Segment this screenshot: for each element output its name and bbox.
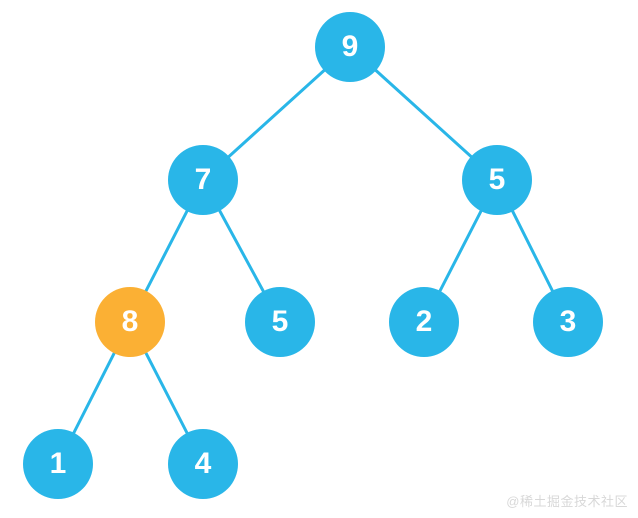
- tree-node-label: 4: [194, 447, 212, 480]
- tree-node-label: 8: [121, 305, 139, 338]
- tree-node-label: 3: [559, 305, 577, 338]
- tree-node[interactable]: 1: [23, 429, 93, 499]
- tree-node[interactable]: 4: [168, 429, 238, 499]
- tree-node-label: 7: [194, 163, 212, 196]
- tree-node[interactable]: 5: [462, 145, 532, 215]
- tree-node-label: 9: [341, 30, 359, 63]
- tree-node-label: 5: [488, 163, 506, 196]
- tree-node-label: 2: [415, 305, 433, 338]
- tree-node-label: 1: [49, 447, 67, 480]
- tree-node[interactable]: 3: [533, 287, 603, 357]
- tree-node[interactable]: 5: [245, 287, 315, 357]
- tree-node[interactable]: 9: [315, 12, 385, 82]
- tree-node[interactable]: 7: [168, 145, 238, 215]
- tree-node-label: 5: [271, 305, 289, 338]
- tree-node[interactable]: 2: [389, 287, 459, 357]
- tree-node[interactable]: 8: [95, 287, 165, 357]
- watermark-label: @稀土掘金技术社区: [506, 494, 628, 509]
